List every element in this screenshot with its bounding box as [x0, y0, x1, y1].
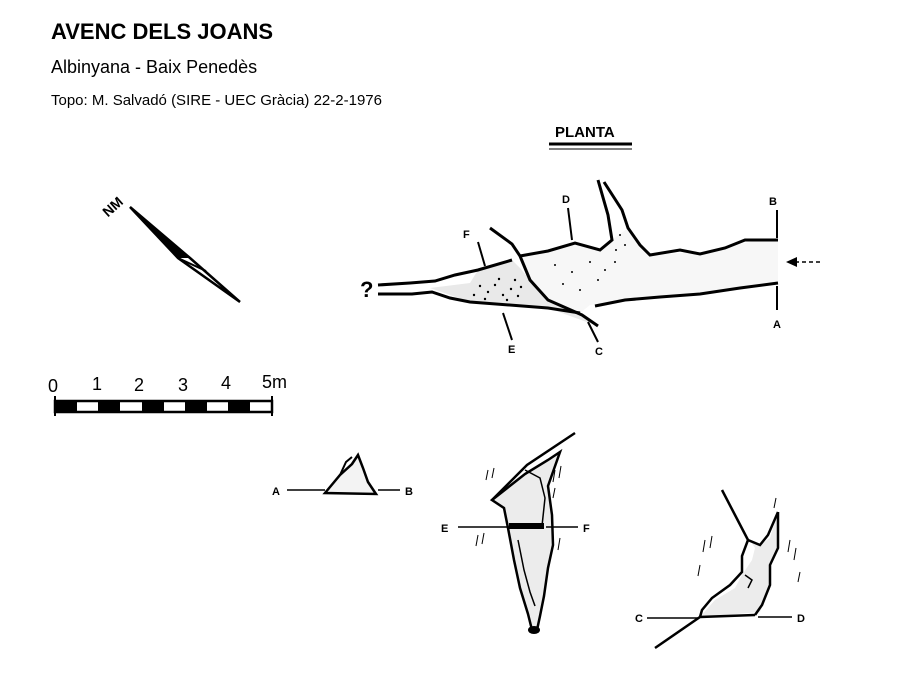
plan-letter-c: C	[595, 346, 603, 358]
survey-credit: Topo: M. Salvadó (SIRE - UEC Gràcia) 22-…	[51, 92, 382, 109]
scale-tick-2: 2	[134, 375, 144, 395]
section-ef-hatching	[475, 465, 562, 551]
scale-tick-5: 5m	[262, 372, 287, 392]
plan-letter-a: A	[773, 319, 781, 331]
plan-letter-e: E	[508, 344, 515, 356]
section-ef-to: F	[583, 523, 590, 535]
section-ab-to: B	[405, 486, 413, 498]
section-e-f: E F	[441, 431, 590, 634]
plan-fill-dots	[472, 234, 626, 302]
cave-title: AVENC DELS JOANS	[51, 19, 274, 44]
scale-bar: 0 1 2 3 4 5m	[48, 372, 287, 416]
cave-location: Albinyana - Baix Penedès	[51, 57, 258, 77]
section-cd-hatching	[697, 497, 801, 583]
scale-tick-3: 3	[178, 375, 188, 395]
plan-view: ? A B C D E F	[360, 179, 820, 358]
plan-letter-d: D	[562, 194, 570, 206]
north-arrow-label: NM	[99, 193, 126, 219]
scale-tick-0: 0	[48, 376, 58, 396]
plan-heading: PLANTA	[549, 124, 632, 150]
section-ab-from: A	[272, 486, 280, 498]
section-ef-from: E	[441, 523, 448, 535]
north-arrow: NM	[99, 193, 241, 304]
section-cd-from: C	[635, 613, 643, 625]
plan-label: PLANTA	[555, 124, 615, 141]
plan-letter-f: F	[463, 229, 470, 241]
plan-unknown-mark: ?	[360, 277, 373, 302]
section-cd-to: D	[797, 613, 805, 625]
section-c-d: C D	[635, 489, 805, 650]
plan-letter-b: B	[769, 196, 777, 208]
scale-tick-1: 1	[92, 374, 102, 394]
scale-tick-4: 4	[221, 373, 231, 393]
section-a-b: A B	[272, 452, 413, 498]
